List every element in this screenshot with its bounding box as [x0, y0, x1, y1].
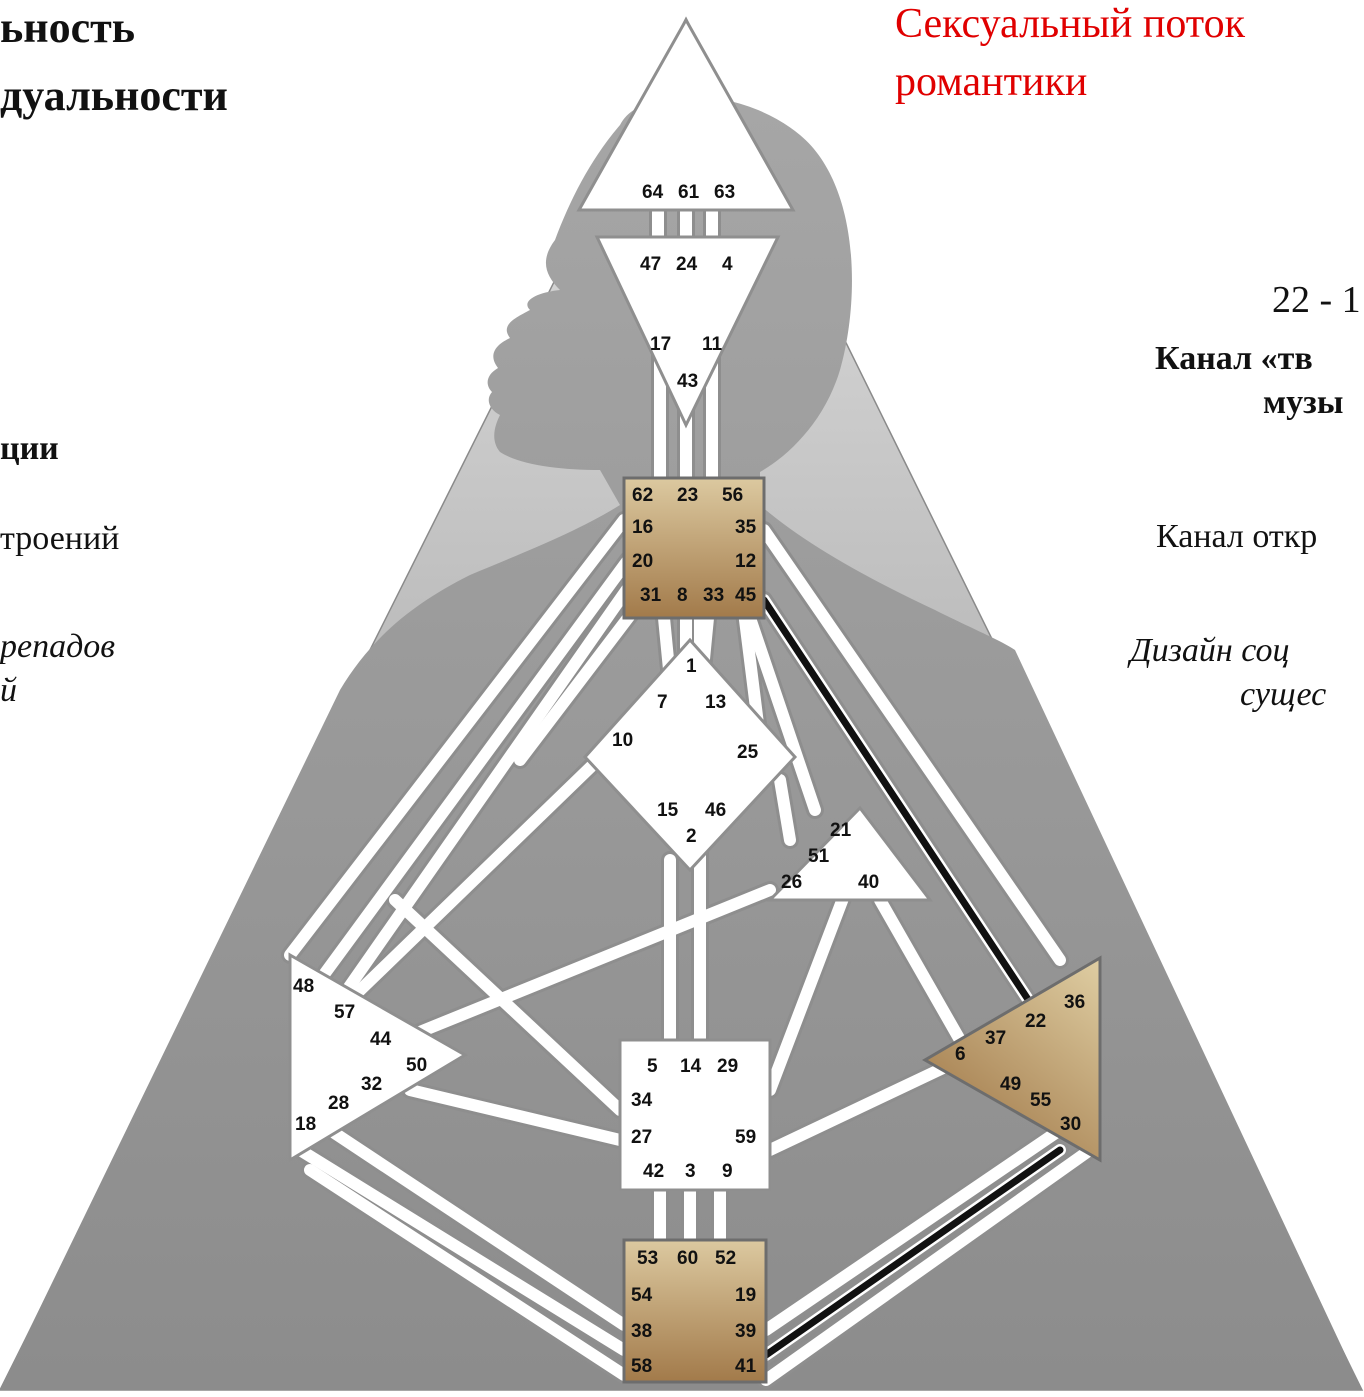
- gate-label: 38: [631, 1321, 652, 1342]
- gate-label: 5: [647, 1056, 658, 1077]
- gate-label: 7: [657, 692, 668, 713]
- gate-label: 16: [632, 517, 653, 538]
- gate-label: 53: [637, 1248, 658, 1269]
- gate-label: 8: [677, 585, 688, 606]
- gate-label: 54: [631, 1285, 653, 1306]
- left-title-line-2: дуальности: [0, 70, 228, 121]
- gate-label: 25: [737, 742, 759, 763]
- gate-label: 11: [702, 334, 723, 355]
- gate-label: 28: [328, 1093, 349, 1114]
- gate-label: 32: [361, 1074, 382, 1095]
- italic-line-1: Дизайн соц: [1130, 632, 1290, 670]
- gate-label: 55: [1030, 1090, 1052, 1111]
- gate-label: 3: [685, 1161, 696, 1182]
- gate-label: 18: [295, 1114, 316, 1135]
- gate-label: 47: [640, 254, 661, 275]
- gate-label: 13: [705, 692, 726, 713]
- gate-label: 17: [650, 334, 671, 355]
- gate-label: 62: [632, 485, 653, 506]
- gate-label: 26: [781, 872, 802, 893]
- gate-label: 6: [955, 1044, 966, 1065]
- gate-label: 48: [293, 976, 314, 997]
- gate-label: 1: [686, 656, 697, 677]
- gate-label: 4: [722, 254, 733, 275]
- gate-label: 37: [985, 1028, 1006, 1049]
- gate-label: 23: [677, 485, 698, 506]
- channel-name-line-2: музы: [1263, 384, 1343, 422]
- gate-label: 31: [640, 585, 662, 606]
- red-title-line-1: Сексуальный поток: [895, 0, 1245, 48]
- left-line-6: й: [0, 672, 17, 710]
- gate-label: 41: [735, 1356, 757, 1377]
- red-title-line-2: романтики: [895, 58, 1087, 106]
- gate-label: 24: [676, 254, 698, 275]
- gate-label: 63: [714, 182, 735, 203]
- gate-label: 40: [858, 872, 879, 893]
- gate-label: 34: [631, 1090, 653, 1111]
- gate-label: 49: [1000, 1074, 1021, 1095]
- gate-label: 14: [680, 1056, 702, 1077]
- channel-name-line-1: Канал «тв: [1155, 340, 1313, 378]
- gate-label: 52: [715, 1248, 736, 1269]
- gate-label: 60: [677, 1248, 698, 1269]
- gate-label: 42: [643, 1161, 664, 1182]
- gate-label: 33: [703, 585, 724, 606]
- gate-label: 44: [370, 1029, 392, 1050]
- gate-label: 50: [406, 1055, 427, 1076]
- gate-label: 36: [1064, 992, 1085, 1013]
- gate-label: 45: [735, 585, 757, 606]
- gate-label: 22: [1025, 1011, 1046, 1032]
- channel-description: Канал откр: [1156, 518, 1317, 556]
- gate-label: 9: [722, 1161, 733, 1182]
- gate-label: 43: [677, 371, 698, 392]
- gate-label: 58: [631, 1356, 652, 1377]
- left-title-line-1: ьность: [0, 2, 135, 53]
- gate-label: 27: [631, 1127, 652, 1148]
- gate-label: 30: [1060, 1114, 1081, 1135]
- channel-number: 22 - 1: [1272, 278, 1361, 322]
- gate-label: 29: [717, 1056, 738, 1077]
- gate-label: 20: [632, 551, 653, 572]
- gate-label: 10: [612, 730, 633, 751]
- gate-label: 59: [735, 1127, 756, 1148]
- gate-label: 51: [808, 846, 830, 867]
- gate-label: 56: [722, 485, 743, 506]
- gate-label: 12: [735, 551, 756, 572]
- gate-label: 39: [735, 1321, 756, 1342]
- left-line-5: репадов: [0, 628, 115, 666]
- gate-label: 35: [735, 517, 757, 538]
- gate-label: 64: [642, 182, 664, 203]
- left-line-4: троений: [0, 520, 119, 558]
- italic-line-2: сущес: [1240, 676, 1326, 714]
- gate-label: 57: [334, 1002, 355, 1023]
- gate-label: 15: [657, 800, 679, 821]
- gate-label: 46: [705, 800, 726, 821]
- gate-label: 19: [735, 1285, 756, 1306]
- gate-label: 21: [830, 820, 852, 841]
- left-line-3: ции: [0, 430, 59, 468]
- gate-label: 61: [678, 182, 700, 203]
- head-gates: 64 61 63: [642, 182, 735, 203]
- gate-label: 2: [686, 826, 697, 847]
